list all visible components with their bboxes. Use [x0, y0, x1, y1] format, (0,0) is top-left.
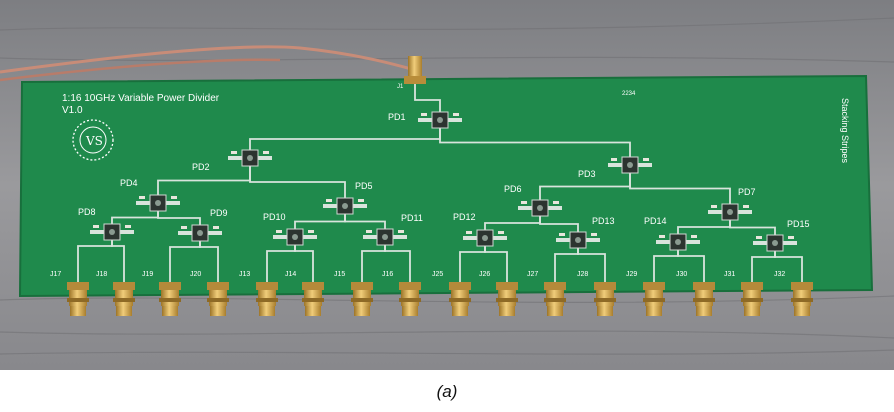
output-jack-label: J16: [382, 271, 393, 278]
board-title: 1:16 10GHz Variable Power Divider: [62, 93, 220, 104]
divider-label: PD3: [578, 169, 596, 179]
divider-label: PD9: [210, 208, 228, 218]
power-divider-chip: PD14: [644, 216, 700, 251]
output-jack-label: J27: [527, 271, 538, 278]
power-divider-chip: PD3: [578, 156, 652, 179]
divider-label: PD6: [504, 184, 522, 194]
output-connectors: J17 J18 J19 J20 J13 J14 J15 J16 J25 J26 J27 J28 J29 J…: [50, 271, 813, 316]
power-divider-chip: PD10: [263, 212, 317, 246]
output-sma-connector: J16: [382, 271, 421, 316]
output-sma-connector: J18: [96, 271, 135, 316]
output-jack-label: J19: [142, 271, 153, 278]
output-jack-label: J14: [285, 271, 296, 278]
rf-traces: [77, 84, 803, 282]
power-divider-chip: PD2: [192, 149, 272, 172]
power-divider-chip: PD8: [78, 207, 134, 241]
output-sma-connector: J15: [334, 271, 373, 316]
output-jack-label: J30: [676, 271, 687, 278]
power-divider-chip: PD7: [708, 187, 756, 221]
output-jack-label: J17: [50, 271, 61, 278]
power-divider-chip: PD1: [388, 111, 462, 129]
output-jack-label: J20: [190, 271, 201, 278]
power-divider-chip: PD13: [556, 216, 615, 249]
divider-label: PD12: [453, 212, 476, 222]
pcb-board: [18, 74, 874, 298]
output-jack-label: J15: [334, 271, 345, 278]
output-jack-label: J28: [577, 271, 588, 278]
divider-label: PD14: [644, 216, 667, 226]
divider-label: PD10: [263, 212, 286, 222]
divider-label: PD8: [78, 207, 96, 217]
output-jack-label: J32: [774, 271, 785, 278]
output-sma-connector: J28: [577, 271, 616, 316]
coax-cable-loop: [0, 58, 281, 82]
board-version: V1.0: [62, 105, 83, 116]
output-jack-label: J18: [96, 271, 107, 278]
vs-logo: VS: [72, 119, 114, 161]
svg-text:VS: VS: [85, 134, 103, 148]
divider-label: PD13: [592, 216, 615, 226]
output-jack-label: J31: [724, 271, 735, 278]
output-sma-connector: J27: [527, 271, 566, 316]
output-jack-label: J13: [239, 271, 250, 278]
divider-label: PD11: [401, 213, 423, 223]
output-jack-label: J26: [479, 271, 490, 278]
power-divider-chip: PD12: [453, 212, 507, 247]
input-connector-label: J1: [397, 84, 404, 90]
output-jack-label: J25: [432, 271, 443, 278]
divider-label: PD1: [388, 112, 406, 122]
output-sma-connector: J19: [142, 271, 181, 316]
divider-label: PD2: [192, 162, 210, 172]
power-divider-chip: PD6: [504, 184, 562, 217]
figure-caption: (a): [436, 382, 458, 401]
power-divider-chip: PD4: [120, 178, 180, 212]
output-sma-connector: J32: [774, 271, 813, 316]
output-sma-connector: J26: [479, 271, 518, 316]
output-sma-connector: J31: [724, 271, 763, 316]
output-sma-connector: J20: [190, 271, 229, 316]
output-sma-connector: J14: [285, 271, 324, 316]
output-sma-connector: J13: [239, 271, 278, 316]
side-label: Stacking Stripes: [840, 98, 850, 164]
output-sma-connector: J25: [432, 271, 471, 316]
output-jack-label: J29: [626, 271, 637, 278]
power-divider-chip: PD9: [178, 208, 228, 242]
serial-label: 2234: [622, 91, 636, 97]
input-sma-connector: [408, 56, 422, 82]
output-sma-connector: J17: [50, 271, 89, 316]
output-sma-connector: J29: [626, 271, 665, 316]
output-sma-connector: J30: [676, 271, 715, 316]
divider-label: PD5: [355, 181, 373, 191]
power-divider-chip: PD5: [323, 181, 373, 215]
coax-cable: [0, 45, 416, 74]
divider-label: PD15: [787, 219, 810, 229]
divider-label: PD7: [738, 187, 756, 197]
power-divider-chip: PD15: [753, 219, 810, 252]
power-divider-chip: PD11: [363, 213, 423, 246]
divider-label: PD4: [120, 178, 138, 188]
wood-grain: [0, 17, 894, 355]
